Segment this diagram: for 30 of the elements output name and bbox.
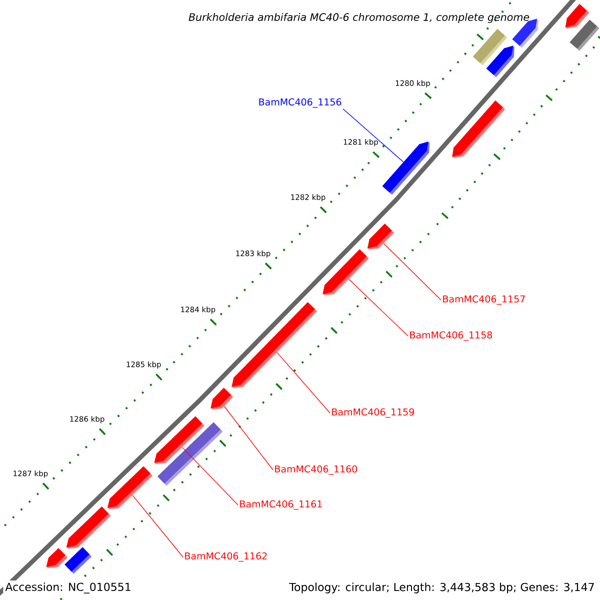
- gene-feature: [322, 249, 369, 296]
- gene-feature: [232, 302, 318, 388]
- genome-info-text: Topology: circular; Length: 3,443,583 bp; Genes: 3,147: [287, 580, 597, 596]
- gene-label: BamMC406_1159: [332, 408, 414, 418]
- gene-label: BamMC406_1156: [259, 98, 342, 108]
- leader-line: [224, 406, 274, 470]
- gene-feature: [158, 422, 223, 486]
- leader-line: [348, 278, 408, 336]
- gene-feature: [46, 548, 68, 568]
- gene-feature: [565, 4, 590, 28]
- gene-feature: [367, 224, 394, 250]
- gene-feature: [107, 466, 152, 510]
- leader-line: [383, 243, 442, 300]
- gene-feature: [66, 506, 111, 549]
- gene-feature: [486, 46, 514, 78]
- accession-text: Accession: NC_010551: [3, 580, 134, 596]
- gene-label: BamMC406_1158: [410, 331, 492, 341]
- gene-label: BamMC406_1157: [443, 295, 525, 305]
- leader-line: [276, 352, 330, 414]
- leader-line: [342, 108, 404, 162]
- gene-feature: [210, 388, 234, 410]
- gene-feature: [64, 547, 92, 574]
- gene-feature: [382, 142, 430, 195]
- gene-label: BamMC406_1161: [240, 500, 322, 510]
- gene-label: BamMC406_1162: [185, 552, 267, 562]
- title: Burkholderia ambifaria MC40-6 chromosome 1, complete genome: [188, 13, 530, 23]
- gene-feature: [452, 100, 506, 158]
- leader-line: [182, 446, 238, 506]
- gene-label: BamMC406_1160: [275, 465, 358, 475]
- leader-line: [132, 494, 184, 558]
